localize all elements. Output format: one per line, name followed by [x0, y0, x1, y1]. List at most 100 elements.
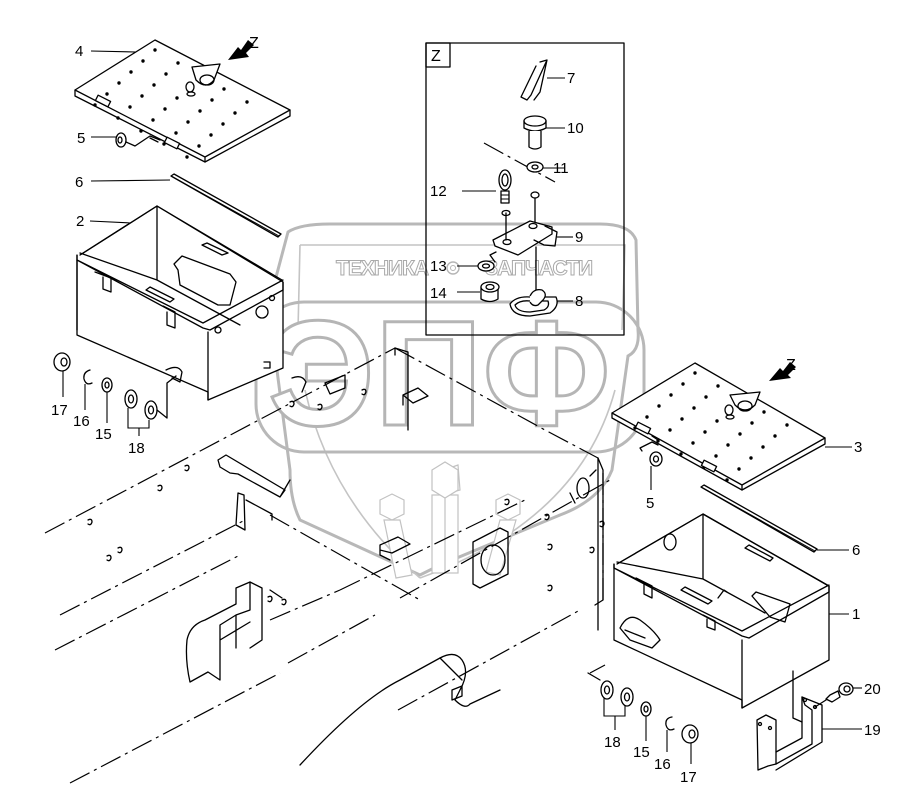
callout-13: 13	[430, 258, 447, 275]
perforation-hole	[117, 81, 121, 85]
callout-20: 20	[864, 681, 881, 698]
watermark-shield-inner	[297, 244, 626, 579]
perforation-hole	[128, 105, 132, 109]
part-17-nut-right	[681, 724, 699, 764]
perforation-hole	[210, 98, 214, 102]
perforation-hole	[679, 452, 683, 456]
perforation-hole	[761, 445, 765, 449]
part-18-washers-left	[124, 375, 177, 436]
perforation-hole	[197, 144, 201, 148]
perforation-hole	[657, 404, 661, 408]
perforation-hole	[668, 428, 672, 432]
rivet-mark	[157, 484, 163, 492]
callout-16-right: 16	[654, 756, 671, 773]
perforation-hole	[209, 133, 213, 137]
part-20-bolt	[814, 682, 854, 708]
perforation-hole	[153, 48, 157, 52]
part-8-d-ring	[509, 288, 558, 317]
rivet-mark	[317, 403, 323, 411]
rivet-mark	[504, 498, 510, 506]
view-arrow-z-right-label: Z	[786, 357, 796, 374]
cover-4-d-ring	[185, 63, 221, 97]
part-5-washer-left	[115, 132, 161, 148]
detail-label-box	[425, 42, 451, 68]
perforation-hole	[222, 87, 226, 91]
perforation-hole	[714, 454, 718, 458]
callout-14: 14	[430, 285, 447, 302]
part-18-washers-right	[600, 680, 634, 730]
part-4-cover-left	[74, 39, 291, 163]
detail-frame	[425, 42, 625, 336]
rivet-mark	[599, 520, 605, 528]
perforation-hole	[129, 70, 133, 74]
perforation-hole	[140, 94, 144, 98]
part-16-spring-washer-left	[83, 369, 93, 410]
rivet-mark	[184, 464, 190, 472]
callout-18-left: 18	[128, 440, 145, 457]
perforation-hole	[773, 434, 777, 438]
part-19-clamp-bracket	[756, 670, 823, 771]
perforation-hole	[116, 116, 120, 120]
rivet-mark	[87, 518, 93, 526]
perforation-hole	[726, 443, 730, 447]
part-5-washer-right	[639, 441, 663, 490]
chassis-frame	[44, 347, 611, 784]
perforation-hole	[750, 421, 754, 425]
perforation-hole	[762, 410, 766, 414]
perforation-hole	[176, 61, 180, 65]
wheat-ears-icon	[379, 461, 521, 579]
callout-5-left: 5	[77, 130, 85, 147]
perforation-hole	[163, 107, 167, 111]
callout-3: 3	[854, 439, 862, 456]
callout-16-left: 16	[73, 413, 90, 430]
part-10-pin	[523, 115, 547, 150]
part-6-seal-strip-left	[170, 173, 282, 238]
callout-19: 19	[864, 722, 881, 739]
frame-rivet-marks	[87, 388, 605, 606]
rivet-mark	[547, 584, 553, 592]
perforation-hole	[221, 122, 225, 126]
part-11-washer	[526, 161, 544, 199]
perforation-hole	[692, 406, 696, 410]
part-15-washer-right	[640, 701, 652, 741]
part-9-bracket	[489, 197, 558, 294]
cover-3-d-ring	[724, 391, 761, 420]
callout-6-right: 6	[852, 542, 860, 559]
callout-9: 9	[575, 229, 583, 246]
rivet-mark	[544, 513, 550, 521]
perforation-hole	[164, 72, 168, 76]
hardware-left	[53, 352, 177, 436]
perforation-hole	[693, 371, 697, 375]
gear-icon	[446, 261, 460, 275]
cover-4-perforations	[93, 48, 249, 159]
perforation-hole	[737, 467, 741, 471]
perforation-hole	[691, 441, 695, 445]
part-3-cover-right	[611, 362, 826, 491]
callout-7: 7	[567, 70, 575, 87]
callout-5-right: 5	[646, 495, 654, 512]
view-arrow-z-right	[769, 362, 796, 381]
rivet-mark	[267, 595, 273, 603]
callout-17-left: 17	[51, 402, 68, 419]
callout-4: 4	[75, 43, 83, 60]
rivet-mark	[117, 546, 123, 554]
rivet-mark	[589, 546, 595, 554]
callout-12: 12	[430, 183, 447, 200]
callout-10: 10	[567, 120, 584, 137]
perforation-hole	[738, 432, 742, 436]
part-14-nut	[480, 281, 500, 303]
callout-15-left: 15	[95, 426, 112, 443]
callout-17-right: 17	[680, 769, 697, 786]
part-15-washer-left	[101, 377, 113, 423]
perforation-hole	[105, 92, 109, 96]
perforation-hole	[681, 382, 685, 386]
hardware-right	[587, 664, 699, 764]
callout-15-right: 15	[633, 744, 650, 761]
part-1-battery-box-right	[613, 513, 830, 709]
perforation-hole	[151, 118, 155, 122]
perforation-hole	[233, 111, 237, 115]
perforation-hole	[185, 155, 189, 159]
rivet-mark	[289, 400, 295, 408]
